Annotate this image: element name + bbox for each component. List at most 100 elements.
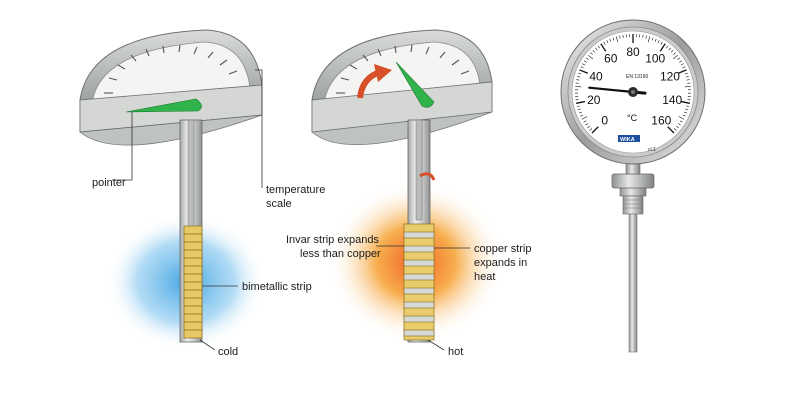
gauge-tick bbox=[679, 60, 683, 63]
label-pointer: pointer bbox=[92, 177, 126, 189]
gauge-tick bbox=[583, 120, 587, 123]
gauge-tick bbox=[576, 79, 580, 81]
gauge-tick bbox=[579, 69, 588, 74]
cold-leader-lines bbox=[112, 69, 263, 351]
gauge-tick bbox=[654, 38, 657, 42]
label-invar-line2: less than copper bbox=[300, 248, 381, 260]
pointer-needle-hot bbox=[395, 61, 435, 108]
gauge-number: 140 bbox=[662, 93, 682, 107]
gauge-tick bbox=[660, 41, 663, 45]
label-invar-line1: Invar strip expands bbox=[286, 234, 379, 246]
hex-nut bbox=[611, 173, 655, 189]
label-cold: cold bbox=[218, 346, 238, 358]
gauge-tick bbox=[647, 36, 651, 43]
gauge-number: 60 bbox=[604, 52, 618, 66]
gauge-number: 0 bbox=[601, 113, 608, 127]
brand-badge bbox=[618, 135, 640, 142]
gauge-tick bbox=[684, 86, 691, 88]
probe-stem bbox=[628, 211, 638, 353]
gauge-number: 120 bbox=[660, 70, 680, 84]
gauge-tick bbox=[677, 57, 681, 60]
gauge-tick bbox=[587, 125, 590, 129]
gauge-number: 80 bbox=[626, 45, 640, 59]
bimetallic-coil-expanded bbox=[403, 223, 435, 341]
gauge-unit: °C bbox=[627, 113, 638, 123]
label-temperature-scale-line2: scale bbox=[266, 198, 292, 210]
hot-leader-lines bbox=[376, 245, 470, 351]
gauge-tick bbox=[580, 66, 584, 69]
gauge-tick bbox=[684, 111, 688, 114]
gauge-tick bbox=[682, 66, 686, 69]
gauge-tick bbox=[578, 111, 582, 114]
gauge-ticks bbox=[575, 34, 691, 134]
gauge-tick bbox=[587, 54, 593, 60]
gauge-tick bbox=[668, 47, 671, 51]
label-hot: hot bbox=[448, 346, 463, 358]
gauge-number: 100 bbox=[645, 52, 665, 66]
gauge-tick bbox=[665, 45, 669, 49]
gauge-tick bbox=[651, 37, 654, 41]
gauge-tick bbox=[580, 114, 584, 117]
gauge-tick bbox=[578, 72, 582, 75]
gauge-standard: EN 13190 bbox=[626, 74, 648, 80]
brand-name: WIKA bbox=[620, 137, 635, 143]
gauge-tick bbox=[575, 86, 582, 88]
label-bimetallic-strip: bimetallic strip bbox=[242, 281, 312, 293]
label-copper-line1: copper strip bbox=[474, 243, 531, 255]
gauge-tick bbox=[585, 57, 589, 60]
gauge-tick bbox=[595, 47, 598, 51]
pointer-needle bbox=[125, 98, 202, 113]
gauge-tick bbox=[577, 75, 581, 78]
gauge-number: 160 bbox=[651, 113, 671, 127]
gauge-tick bbox=[615, 36, 619, 43]
label-temperature-scale-line1: temperature bbox=[266, 184, 325, 196]
gauge-tick bbox=[686, 105, 690, 107]
gauge-tick bbox=[619, 35, 621, 39]
gauge-tick bbox=[667, 126, 675, 134]
gauge-tick bbox=[645, 35, 647, 39]
gauge-tick bbox=[657, 40, 660, 44]
gauge-tick bbox=[591, 126, 599, 134]
gauge-tick bbox=[589, 128, 593, 131]
gauge-tick bbox=[600, 43, 607, 52]
bimetallic-coil bbox=[183, 225, 203, 339]
gauge-tick bbox=[679, 120, 683, 123]
cold-thermometer: pointer temperature scale bimetallic str… bbox=[79, 29, 325, 358]
gauge-tick bbox=[592, 49, 596, 53]
gauge-tick bbox=[577, 108, 581, 111]
gauge-tick bbox=[686, 79, 690, 81]
gauge-tick bbox=[659, 43, 666, 52]
gauge-tick bbox=[678, 69, 687, 74]
label-copper-line3: heat bbox=[474, 271, 495, 283]
gauge-tick bbox=[680, 63, 684, 66]
temperature-scale-dial bbox=[79, 29, 263, 146]
gauge-tick bbox=[597, 45, 601, 49]
label-copper-line2: expands in bbox=[474, 257, 527, 269]
gauge-tick bbox=[685, 75, 689, 78]
gauge-needle bbox=[588, 86, 635, 94]
gauge-tick bbox=[673, 54, 679, 60]
gauge-tick bbox=[576, 105, 580, 107]
gauge-tick bbox=[583, 60, 587, 63]
gauge-tick bbox=[582, 63, 586, 66]
gauge-tick bbox=[678, 116, 685, 120]
gauge-accuracy-class: cl.1 bbox=[648, 147, 656, 153]
gauge-tick bbox=[682, 114, 686, 117]
temperature-scale-dial-hot bbox=[311, 29, 493, 146]
gauge-tick bbox=[590, 52, 593, 55]
gauge-tick bbox=[684, 72, 688, 75]
gauge-tick bbox=[575, 100, 586, 104]
gauge-tick bbox=[585, 123, 589, 126]
gauge-tick bbox=[612, 37, 615, 41]
gauge-tick bbox=[685, 108, 689, 111]
gauge-tick bbox=[603, 41, 606, 45]
gauge-tick bbox=[676, 125, 679, 129]
gauge-tick bbox=[581, 116, 588, 120]
gauge-tick bbox=[673, 52, 676, 55]
hot-thermometer: Invar strip expands less than copper cop… bbox=[286, 29, 531, 358]
gauge-tick bbox=[642, 34, 644, 38]
gauge-tick bbox=[673, 128, 677, 131]
